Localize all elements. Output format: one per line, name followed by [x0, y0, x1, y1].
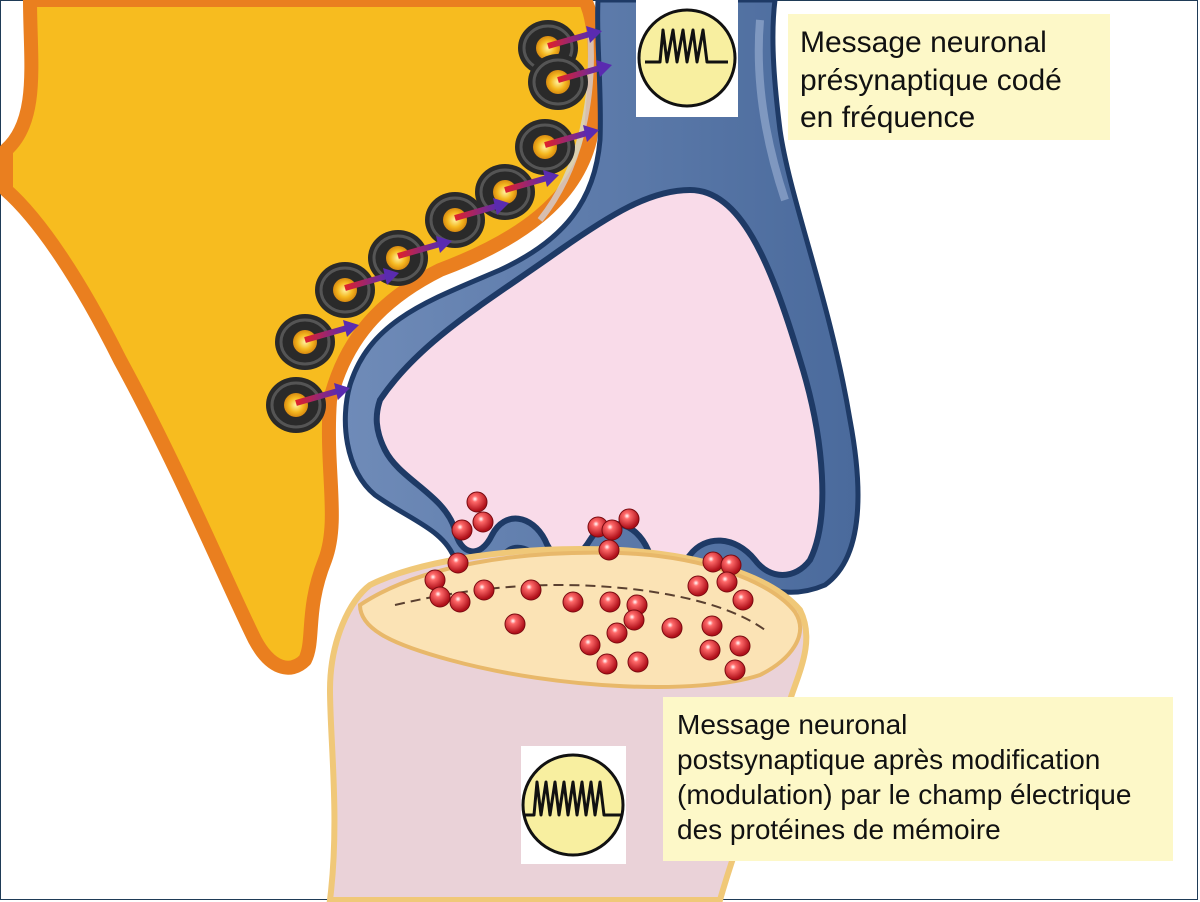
neurotransmitter-vesicle-icon — [699, 639, 721, 661]
postsynaptic-label-line-1: Message neuronal — [677, 709, 908, 740]
neurotransmitter-vesicle-icon — [724, 659, 746, 681]
presynaptic-label-line-3: en fréquence — [800, 101, 976, 134]
postsynaptic-signal-icon — [521, 746, 626, 864]
protein-channel-icon — [515, 119, 599, 175]
neurotransmitter-vesicle-icon — [562, 591, 584, 613]
neurotransmitter-vesicle-icon — [661, 617, 683, 639]
neurotransmitter-vesicle-icon — [606, 622, 628, 644]
presynaptic-label-line-1: Message neuronal — [800, 26, 1047, 59]
protein-channel-icon — [528, 54, 612, 110]
neurotransmitter-vesicle-icon — [687, 575, 709, 597]
neurotransmitter-vesicle-icon — [449, 591, 471, 613]
presynaptic-message-label: Message neuronal présynaptique codé en f… — [788, 14, 1110, 140]
presynaptic-signal-icon — [636, 0, 738, 117]
protein-channel-icon — [315, 262, 399, 318]
postsynaptic-label-line-2: postsynaptique après modification — [677, 744, 1101, 775]
neurotransmitter-vesicle-icon — [627, 651, 649, 673]
neurotransmitter-vesicle-icon — [579, 634, 601, 656]
protein-channel-icon — [275, 314, 359, 370]
neurotransmitter-vesicle-icon — [601, 519, 623, 541]
neurotransmitter-vesicle-icon — [447, 552, 469, 574]
neurotransmitter-vesicle-icon — [623, 609, 645, 631]
neurotransmitter-vesicle-icon — [716, 571, 738, 593]
neurotransmitter-vesicle-icon — [504, 613, 526, 635]
neurotransmitter-vesicle-icon — [701, 615, 723, 637]
neurotransmitter-vesicle-icon — [466, 491, 488, 513]
presynaptic-label-line-2: présynaptique codé — [800, 63, 1062, 97]
neurotransmitter-vesicle-icon — [520, 579, 542, 601]
neurotransmitter-vesicle-icon — [729, 635, 751, 657]
neurotransmitter-vesicle-icon — [618, 508, 640, 530]
protein-channel-icon — [368, 230, 452, 286]
postsynaptic-message-label: Message neuronal postsynaptique après mo… — [663, 697, 1173, 861]
postsynaptic-label-line-3: (modulation) par le champ électrique — [677, 779, 1132, 810]
neurotransmitter-vesicle-icon — [732, 589, 754, 611]
neurotransmitter-vesicle-icon — [702, 551, 724, 573]
neurotransmitter-vesicle-icon — [599, 591, 621, 613]
neurotransmitter-vesicle-icon — [451, 519, 473, 541]
neurotransmitter-vesicle-icon — [429, 586, 451, 608]
neurotransmitters — [424, 491, 754, 681]
neurotransmitter-vesicle-icon — [473, 579, 495, 601]
protein-channel-icon — [266, 377, 350, 433]
neurotransmitter-vesicle-icon — [596, 653, 618, 675]
neurotransmitter-vesicle-icon — [472, 511, 494, 533]
postsynaptic-label-line-4: des protéines de mémoire — [677, 814, 1001, 845]
neurotransmitter-vesicle-icon — [598, 539, 620, 561]
protein-channel-icon — [425, 192, 509, 248]
protein-channels — [266, 20, 612, 433]
